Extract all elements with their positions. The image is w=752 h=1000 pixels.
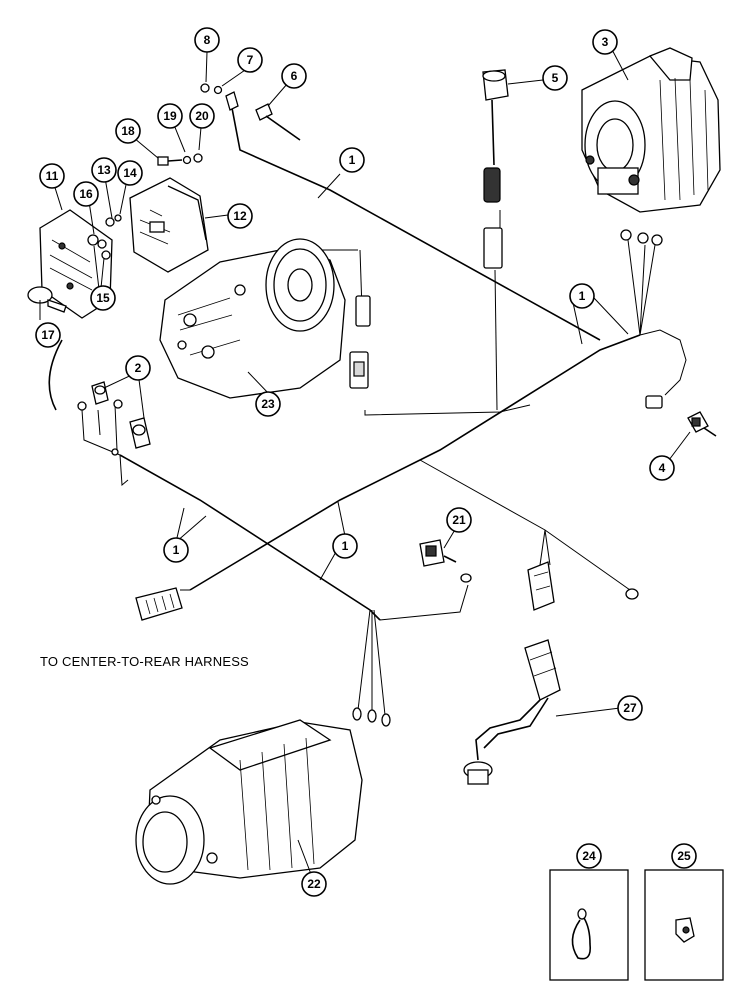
svg-text:19: 19 bbox=[163, 109, 177, 123]
callout-6: 6 bbox=[281, 63, 307, 89]
washer-7 bbox=[213, 85, 223, 95]
callout-7: 7 bbox=[237, 47, 263, 73]
callout-3: 3 bbox=[592, 29, 618, 55]
callout-16: 16 bbox=[73, 181, 99, 207]
nut-8 bbox=[200, 83, 210, 93]
callout-21: 21 bbox=[446, 507, 472, 533]
svg-text:18: 18 bbox=[121, 124, 135, 138]
callout-8: 8 bbox=[194, 27, 220, 53]
callout-18: 18 bbox=[115, 118, 141, 144]
oil-pressure-sender-21 bbox=[419, 539, 472, 583]
callout-15: 15 bbox=[90, 285, 116, 311]
callout-23: 23 bbox=[255, 391, 281, 417]
ring-terminals-2 bbox=[77, 381, 151, 456]
inset-box-24 bbox=[549, 869, 629, 981]
callout-4: 4 bbox=[649, 455, 675, 481]
svg-text:27: 27 bbox=[623, 701, 637, 715]
callout-13: 13 bbox=[91, 157, 117, 183]
svg-text:2: 2 bbox=[135, 361, 142, 375]
svg-text:1: 1 bbox=[173, 543, 180, 557]
callout-1-left: 1 bbox=[163, 537, 189, 563]
svg-text:21: 21 bbox=[452, 513, 466, 527]
svg-text:17: 17 bbox=[41, 328, 55, 342]
svg-text:4: 4 bbox=[659, 461, 666, 475]
compressor-23 bbox=[159, 238, 346, 399]
svg-text:16: 16 bbox=[79, 187, 93, 201]
callout-24: 24 bbox=[576, 843, 602, 869]
leader-lines bbox=[39, 41, 691, 883]
svg-text:24: 24 bbox=[582, 849, 596, 863]
harness-caption: TO CENTER-TO-REAR HARNESS bbox=[40, 654, 249, 669]
svg-text:25: 25 bbox=[677, 849, 691, 863]
svg-text:1: 1 bbox=[342, 539, 349, 553]
svg-text:7: 7 bbox=[247, 53, 254, 67]
compressor-connector bbox=[349, 295, 371, 389]
washer-19 bbox=[182, 155, 192, 165]
callout-19: 19 bbox=[157, 103, 183, 129]
alternator-3 bbox=[581, 47, 721, 213]
callout-20: 20 bbox=[189, 103, 215, 129]
bracket-12 bbox=[129, 177, 209, 273]
svg-text:3: 3 bbox=[602, 35, 609, 49]
callout-14: 14 bbox=[117, 160, 143, 186]
alternator-ring-terminals bbox=[620, 229, 663, 409]
callout-12: 12 bbox=[227, 203, 253, 229]
svg-text:12: 12 bbox=[233, 209, 247, 223]
temperature-sensor-4 bbox=[687, 411, 717, 437]
hardware-13-16 bbox=[87, 214, 122, 260]
harness-connector-left bbox=[135, 587, 183, 621]
inset-box-25 bbox=[644, 869, 724, 981]
callout-1-center: 1 bbox=[332, 533, 358, 559]
starter-terminals bbox=[352, 707, 391, 727]
svg-text:13: 13 bbox=[97, 163, 111, 177]
callout-27: 27 bbox=[617, 695, 643, 721]
starter-motor-22 bbox=[135, 719, 363, 885]
svg-text:22: 22 bbox=[307, 877, 321, 891]
callout-11: 11 bbox=[39, 163, 65, 189]
callout-22: 22 bbox=[301, 871, 327, 897]
callout-2: 2 bbox=[125, 355, 151, 381]
harness-connector-right bbox=[527, 561, 639, 611]
svg-text:11: 11 bbox=[46, 169, 59, 183]
svg-text:14: 14 bbox=[123, 166, 137, 180]
svg-text:23: 23 bbox=[261, 397, 275, 411]
clamp-17 bbox=[27, 286, 67, 313]
temperature-probe-6 bbox=[225, 91, 301, 141]
main-harness bbox=[48, 107, 687, 716]
callout-25: 25 bbox=[671, 843, 697, 869]
callout-1-right: 1 bbox=[569, 283, 595, 309]
svg-text:6: 6 bbox=[291, 69, 298, 83]
svg-text:8: 8 bbox=[204, 33, 211, 47]
callout-1-top: 1 bbox=[339, 147, 365, 173]
bolt-18 bbox=[157, 156, 183, 166]
pressure-switch-5 bbox=[482, 69, 509, 269]
svg-text:15: 15 bbox=[96, 291, 110, 305]
callout-5: 5 bbox=[542, 65, 568, 91]
svg-text:20: 20 bbox=[195, 109, 209, 123]
callout-17: 17 bbox=[35, 322, 61, 348]
svg-text:5: 5 bbox=[552, 71, 559, 85]
pressure-switch-27 bbox=[463, 639, 561, 785]
nut-20 bbox=[193, 153, 203, 163]
svg-text:1: 1 bbox=[579, 289, 586, 303]
svg-text:1: 1 bbox=[349, 153, 356, 167]
